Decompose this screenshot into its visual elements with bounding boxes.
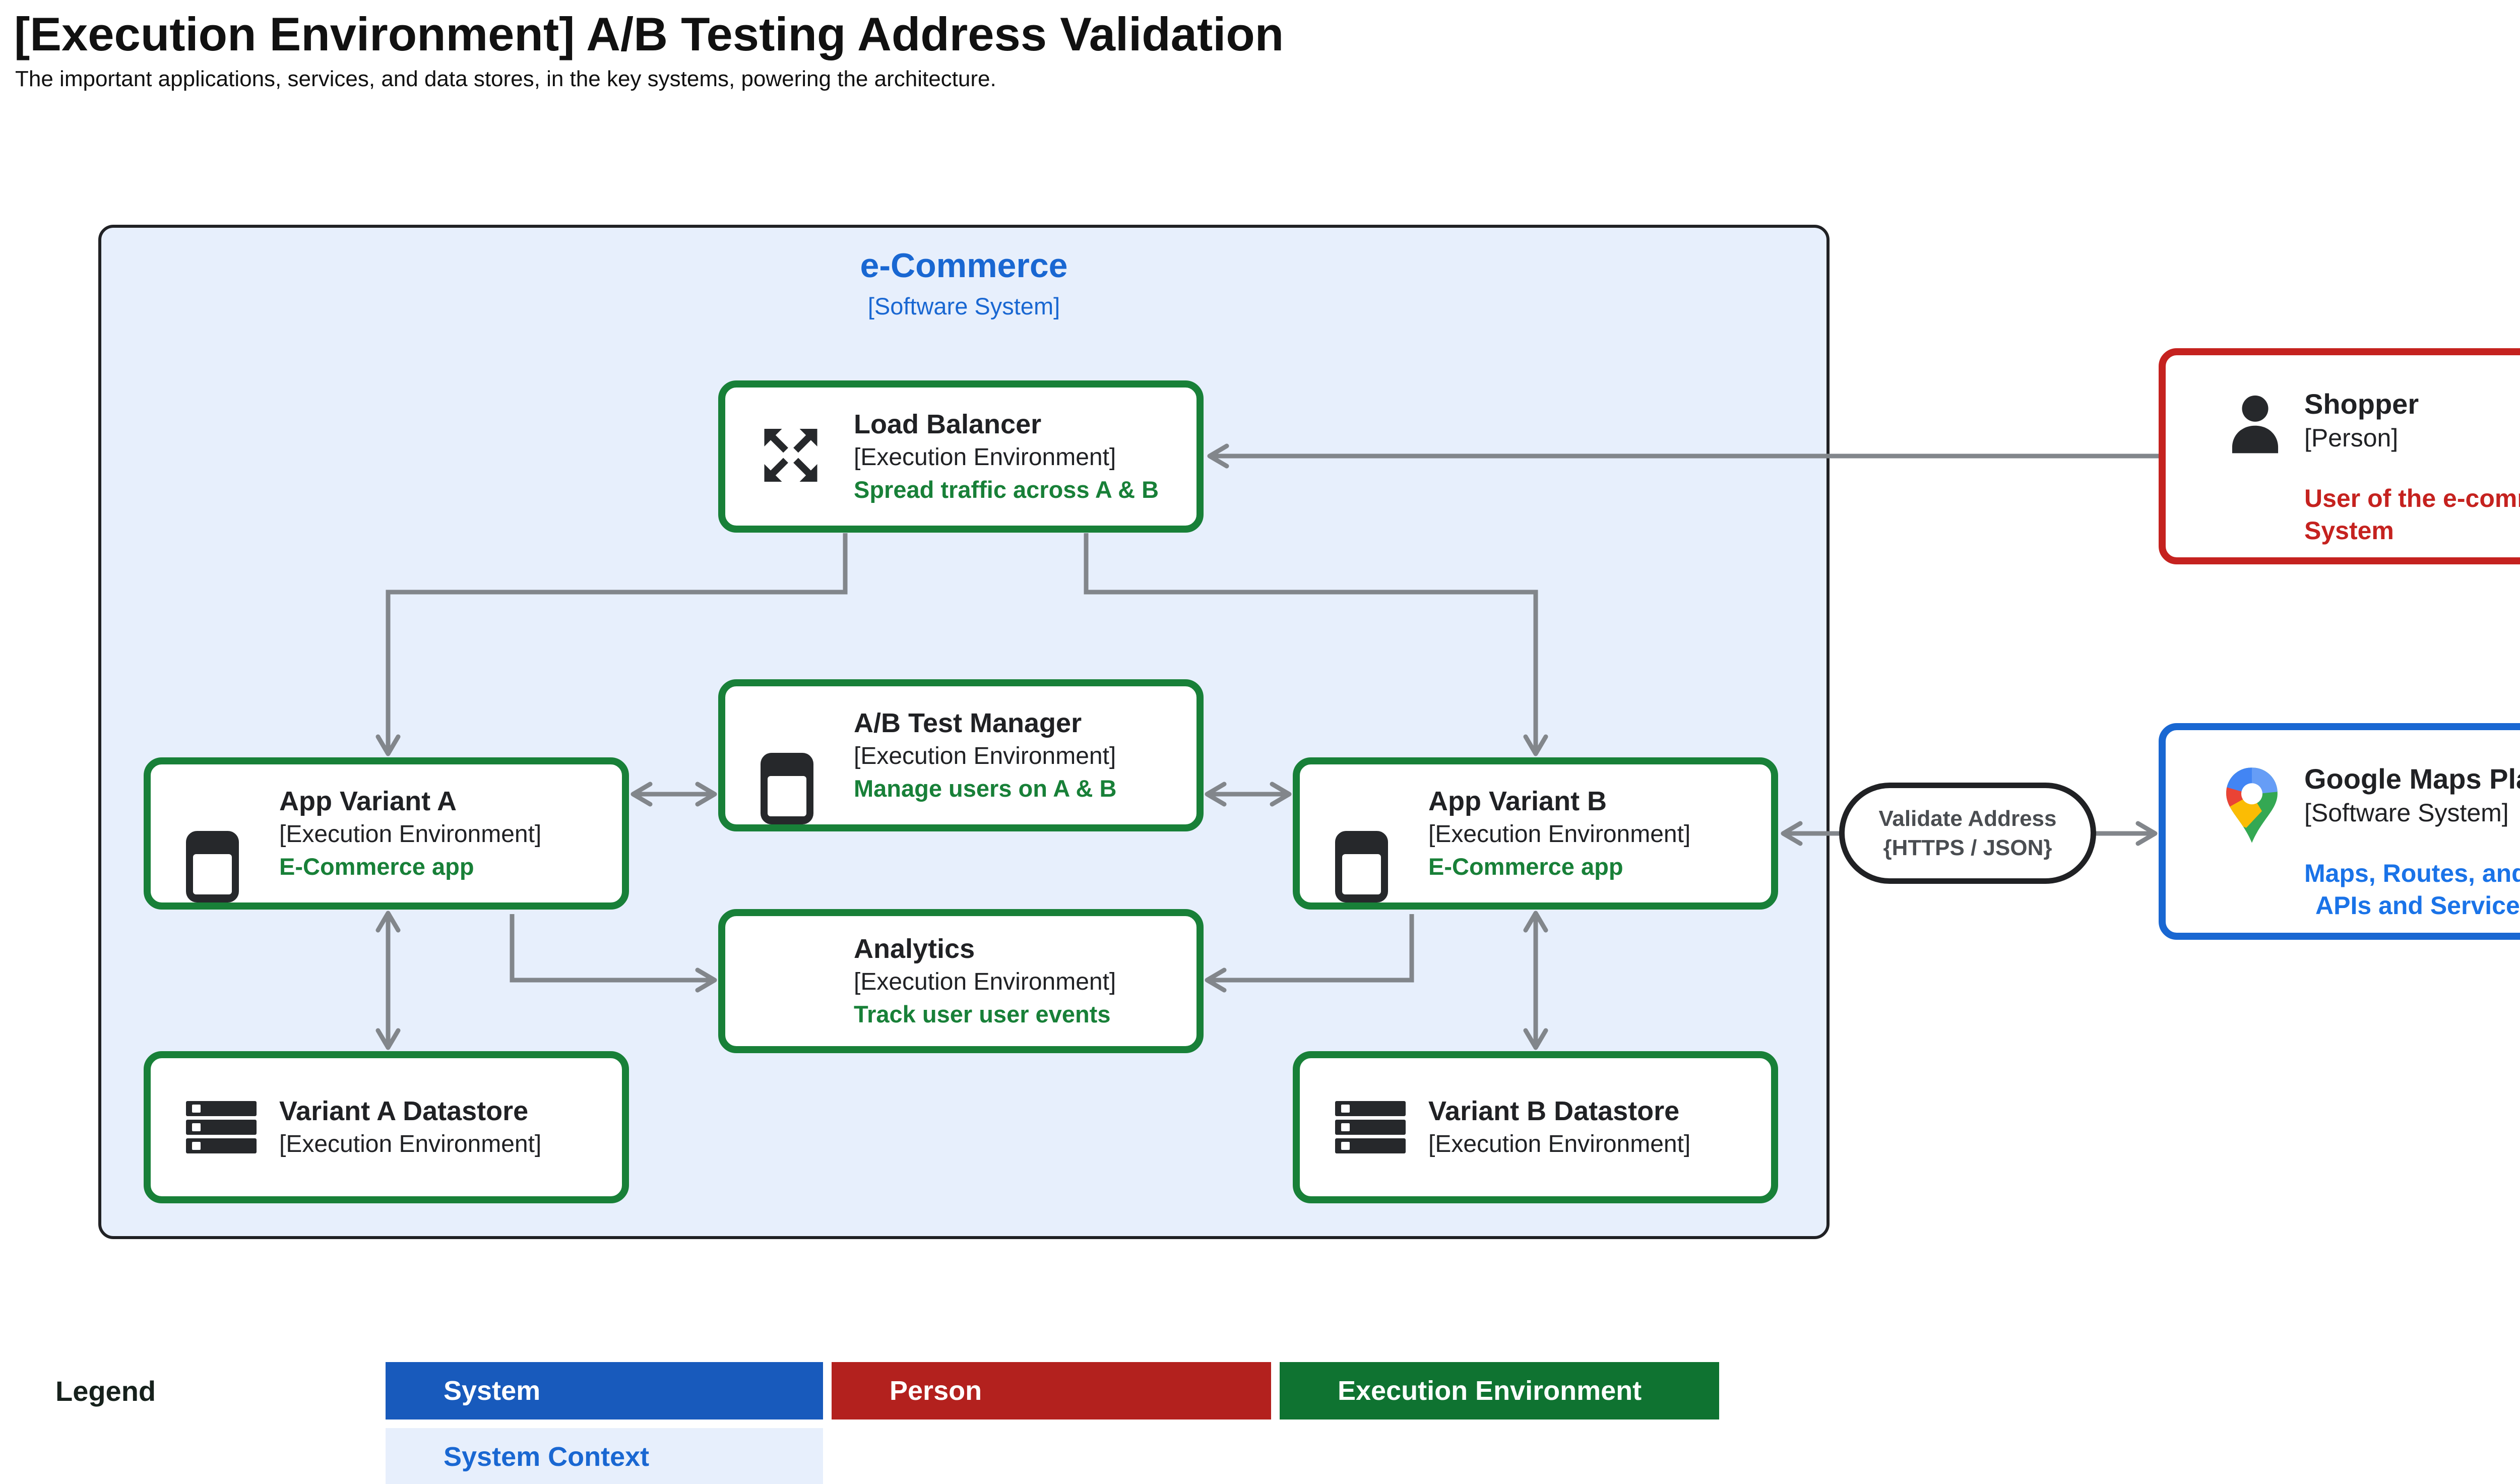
node-type: [Execution Environment] bbox=[1428, 1131, 1691, 1157]
connector-loadbalancer-to-variant-b bbox=[1084, 533, 1548, 756]
legend-item-label: Person bbox=[890, 1376, 982, 1406]
node-google-maps-platform: Google Maps Platform [Software System] M… bbox=[2159, 723, 2520, 940]
page-title: [Execution Environment] A/B Testing Addr… bbox=[14, 8, 1284, 60]
node-description: Maps, Routes, and Places bbox=[2304, 859, 2520, 887]
legend-item-execution-environment: Execution Environment bbox=[1280, 1362, 1719, 1420]
node-app-variant-b: App Variant B [Execution Environment] E-… bbox=[1293, 757, 1778, 910]
system-context-title: e-Commerce bbox=[860, 246, 1068, 285]
node-type: [Execution Environment] bbox=[854, 743, 1116, 769]
edge-label-line2: {HTTPS / JSON} bbox=[1883, 835, 2052, 860]
person-icon bbox=[2224, 392, 2287, 457]
legend-item-system: System bbox=[386, 1362, 823, 1420]
node-description: Spread traffic across A & B bbox=[854, 476, 1159, 503]
node-description: E-Commerce app bbox=[1428, 853, 1623, 880]
database-stack-icon bbox=[186, 1101, 257, 1153]
google-maps-pin-icon bbox=[2224, 766, 2280, 847]
node-type: [Software System] bbox=[2304, 799, 2509, 827]
edge-label-line1: Validate Address bbox=[1878, 806, 2057, 831]
expand-arrows-icon bbox=[761, 425, 821, 488]
node-description: E-Commerce app bbox=[279, 853, 474, 880]
legend-title: Legend bbox=[55, 1375, 156, 1407]
connector-variant-a-to-analytics bbox=[510, 914, 717, 993]
node-ab-test-manager: A/B Test Manager [Execution Environment]… bbox=[718, 679, 1204, 831]
legend-item-label: Execution Environment bbox=[1338, 1376, 1642, 1406]
node-title: Variant B Datastore bbox=[1428, 1096, 1680, 1126]
app-window-icon bbox=[761, 753, 813, 824]
node-description: System bbox=[2304, 517, 2394, 545]
node-description: APIs and Services bbox=[2315, 891, 2520, 920]
node-app-variant-a: App Variant A [Execution Environment] E-… bbox=[144, 757, 629, 910]
node-variant-b-datastore: Variant B Datastore [Execution Environme… bbox=[1293, 1051, 1778, 1203]
node-type: [Execution Environment] bbox=[854, 444, 1116, 471]
node-type: [Person] bbox=[2304, 424, 2399, 452]
legend-item-system-context: System Context bbox=[386, 1428, 823, 1484]
node-title: Analytics bbox=[854, 934, 975, 964]
node-title: Shopper bbox=[2304, 388, 2419, 420]
system-context-type: [Software System] bbox=[867, 293, 1060, 319]
node-description: Manage users on A & B bbox=[854, 775, 1117, 802]
node-title: Load Balancer bbox=[854, 409, 1042, 439]
page-subtitle: The important applications, services, an… bbox=[15, 67, 996, 91]
node-title: Variant A Datastore bbox=[279, 1096, 529, 1126]
node-description: Track user user events bbox=[854, 1001, 1111, 1027]
app-window-icon bbox=[186, 831, 239, 902]
node-type: [Execution Environment] bbox=[1428, 821, 1691, 848]
node-analytics: Analytics [Execution Environment] Track … bbox=[718, 909, 1204, 1053]
database-stack-icon bbox=[1335, 1101, 1406, 1153]
node-title: A/B Test Manager bbox=[854, 708, 1082, 738]
node-type: [Execution Environment] bbox=[279, 1131, 542, 1157]
node-variant-a-datastore: Variant A Datastore [Execution Environme… bbox=[144, 1051, 629, 1203]
node-shopper: Shopper [Person] User of the e-commerce … bbox=[2159, 348, 2520, 564]
connector-variant-b-to-analytics bbox=[1205, 914, 1414, 993]
node-title: App Variant B bbox=[1428, 786, 1607, 816]
node-load-balancer: Load Balancer [Execution Environment] Sp… bbox=[718, 380, 1204, 533]
node-title: App Variant A bbox=[279, 786, 457, 816]
node-title: Google Maps Platform bbox=[2304, 763, 2520, 795]
node-type: [Execution Environment] bbox=[854, 969, 1116, 995]
node-description: User of the e-commerce bbox=[2304, 484, 2520, 512]
legend-item-label: System bbox=[444, 1376, 541, 1406]
edge-label-validate-address: Validate Address {HTTPS / JSON} bbox=[1839, 783, 2096, 884]
node-type: [Execution Environment] bbox=[279, 821, 542, 848]
connector-loadbalancer-to-variant-a bbox=[375, 533, 848, 756]
app-window-icon bbox=[1335, 831, 1388, 902]
legend-item-person: Person bbox=[832, 1362, 1271, 1420]
legend-item-label: System Context bbox=[444, 1442, 650, 1472]
